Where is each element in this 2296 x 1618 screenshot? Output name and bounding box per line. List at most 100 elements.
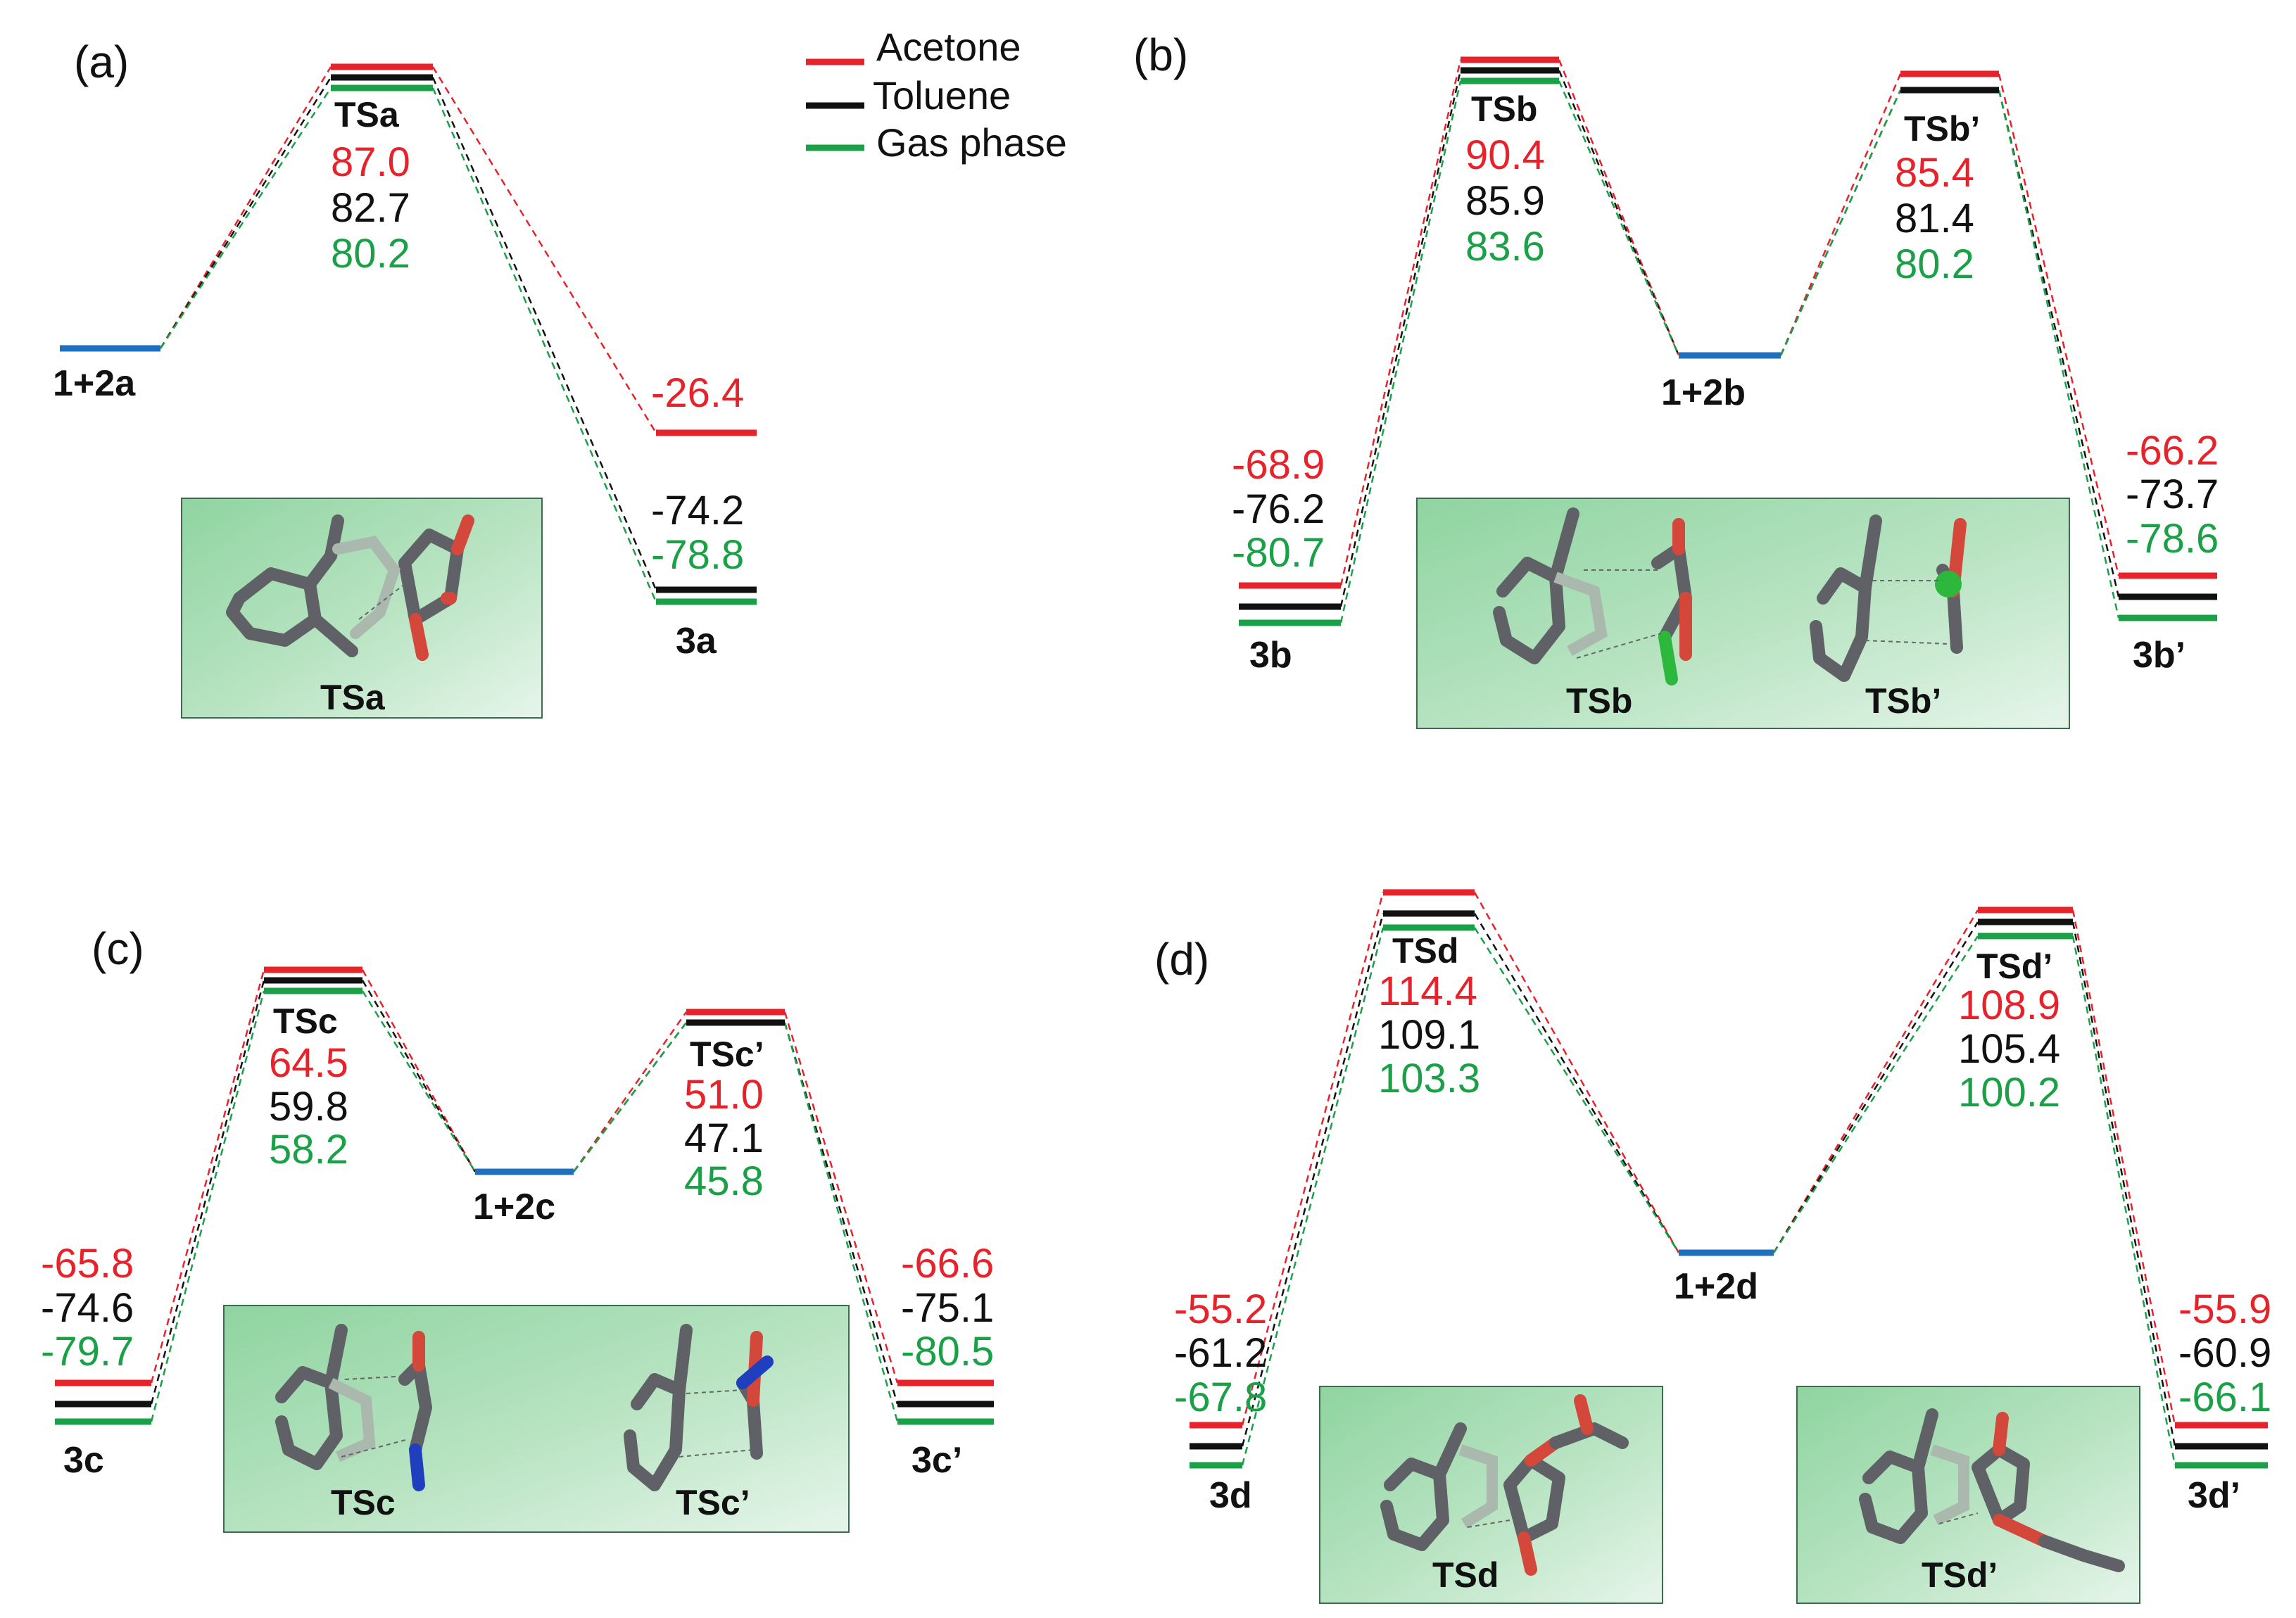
connectors-c xyxy=(150,969,899,1422)
panel-label-c: (c) xyxy=(92,923,144,974)
panel-d: (d) -55.2 -61.2 -67.8 3d TSd 114.4 109.1 xyxy=(1154,889,2271,1604)
product-label-d1: 3d xyxy=(1209,1475,1252,1516)
molecule-model-tsc xyxy=(275,1324,432,1491)
connectors-d xyxy=(1241,892,2176,1466)
connectors-b xyxy=(1339,59,2120,624)
ts-label-c2: TSc’ xyxy=(690,1035,764,1074)
product-label-d2: 3d’ xyxy=(2188,1475,2240,1516)
panel-label-b: (b) xyxy=(1133,30,1188,80)
ts-value-c1-acetone: 64.5 xyxy=(269,1040,348,1086)
panel-label-d: (d) xyxy=(1154,934,1209,985)
product-value-d2-toluene: -60.9 xyxy=(2178,1330,2271,1376)
ts-value-c1-toluene: 59.8 xyxy=(269,1084,348,1130)
product-value-d2-gas: -66.1 xyxy=(2178,1374,2271,1420)
molecule-ghost-ring-a xyxy=(332,536,400,639)
product-value-a-acetone: -26.4 xyxy=(651,370,744,416)
molecule-ghost-ring-b xyxy=(1553,571,1608,656)
product-value-c1-toluene: -74.6 xyxy=(41,1285,134,1331)
ts-value-b1-gas: 83.6 xyxy=(1465,224,1545,270)
inset-d1: TSd xyxy=(1319,1386,1663,1604)
molecule-ghost-ring-c xyxy=(328,1377,376,1462)
ts-label-d2: TSd’ xyxy=(1976,947,2052,986)
ts-value-b1-toluene: 85.9 xyxy=(1465,178,1545,224)
ts-value-d2-toluene: 105.4 xyxy=(1958,1026,2060,1072)
product-value-b1-acetone: -68.9 xyxy=(1232,442,1325,488)
product-label-c2: 3c’ xyxy=(912,1440,962,1481)
product-value-b2-acetone: -66.2 xyxy=(2126,428,2219,474)
inset-caption-b2: TSb’ xyxy=(1865,681,1941,721)
inset-caption-b1: TSb xyxy=(1566,681,1632,721)
ts-value-d1-toluene: 109.1 xyxy=(1378,1012,1480,1058)
product-value-d2-acetone: -55.9 xyxy=(2178,1287,2271,1332)
molecule-model-tsd-prime xyxy=(1859,1408,2125,1572)
product-value-d1-toluene: -61.2 xyxy=(1174,1330,1267,1376)
product-value-c2-toluene: -75.1 xyxy=(901,1285,994,1331)
reactant-label-b: 1+2b xyxy=(1661,372,1746,413)
ts-value-c2-toluene: 47.1 xyxy=(684,1115,764,1161)
ts-label-d1: TSd xyxy=(1392,931,1458,971)
molecule-model-tsa xyxy=(226,514,474,661)
inset-caption-c1: TSc xyxy=(331,1483,396,1522)
product-value-b1-gas: -80.7 xyxy=(1232,530,1325,576)
ts-value-d1-acetone: 114.4 xyxy=(1378,968,1477,1014)
ts-label-c1: TSc xyxy=(273,1001,338,1041)
ts-value-b1-acetone: 90.4 xyxy=(1465,132,1545,178)
product-value-b2-gas: -78.6 xyxy=(2126,516,2219,562)
molecule-model-tsd xyxy=(1380,1394,1629,1576)
inset-d2: TSd’ xyxy=(1796,1386,2140,1604)
legend: Acetone Toluene Gas phase xyxy=(806,25,1067,165)
product-label-b1: 3b xyxy=(1249,635,1292,676)
legend-label-acetone: Acetone xyxy=(876,25,1021,69)
ts-value-a-toluene: 82.7 xyxy=(331,185,410,231)
connectors-a xyxy=(159,66,657,602)
product-value-b2-toluene: -73.7 xyxy=(2126,472,2219,517)
molecule-ghost-ring-d1 xyxy=(1458,1444,1498,1529)
ts-label-a: TSa xyxy=(334,95,400,134)
panel-a: (a) 1+2a TSa 87.0 82.7 80.2 -26.4 -74.2 … xyxy=(53,37,757,719)
legend-label-toluene: Toluene xyxy=(873,73,1011,118)
product-value-c1-acetone: -65.8 xyxy=(41,1241,134,1287)
product-label-c1: 3c xyxy=(63,1440,104,1481)
legend-label-gas: Gas phase xyxy=(876,120,1067,165)
reactant-label-c: 1+2c xyxy=(473,1187,555,1227)
molecule-model-tsb-prime xyxy=(1810,514,1967,682)
panel-c: (c) -65.8 -74.6 -79.7 3c TSc 64.5 59.8 5… xyxy=(41,923,994,1533)
product-value-a-gas: -78.8 xyxy=(651,532,744,578)
inset-caption-a: TSa xyxy=(320,678,386,717)
ts-value-c2-gas: 45.8 xyxy=(684,1158,764,1204)
ts-value-c1-gas: 58.2 xyxy=(269,1127,348,1173)
reactant-label-d: 1+2d xyxy=(1674,1266,1758,1307)
ts-value-d1-gas: 103.3 xyxy=(1378,1056,1480,1101)
ts-value-b2-acetone: 85.4 xyxy=(1895,150,1974,196)
ts-value-b2-toluene: 81.4 xyxy=(1895,196,1974,241)
panel-label-a: (a) xyxy=(74,37,129,87)
ts-value-b2-gas: 80.2 xyxy=(1895,241,1974,287)
product-value-d1-gas: -67.8 xyxy=(1174,1374,1267,1420)
molecule-ghost-ring-d2 xyxy=(1930,1444,1969,1526)
ts-value-d2-acetone: 108.9 xyxy=(1958,982,2060,1028)
inset-caption-d2: TSd’ xyxy=(1922,1555,1998,1595)
ts-value-a-gas: 80.2 xyxy=(331,231,410,277)
molecule-model-tsc-prime xyxy=(624,1324,774,1491)
product-value-b1-toluene: -76.2 xyxy=(1232,486,1325,532)
reactant-label-a: 1+2a xyxy=(53,363,136,404)
molecule-model-tsb xyxy=(1493,507,1692,685)
ts-label-b2: TSb’ xyxy=(1904,109,1980,148)
product-label-b2: 3b’ xyxy=(2133,635,2185,676)
product-value-d1-acetone: -55.2 xyxy=(1174,1287,1267,1332)
ts-value-d2-gas: 100.2 xyxy=(1958,1070,2060,1115)
inset-b: TSb TSb’ xyxy=(1416,498,2070,729)
panel-b: (b) -68.9 -76.2 -80.7 3b TSb 90.4 8 xyxy=(1133,30,2219,729)
ts-label-b1: TSb xyxy=(1471,89,1537,129)
product-value-a-toluene: -74.2 xyxy=(651,488,744,533)
inset-caption-d1: TSd xyxy=(1432,1555,1499,1595)
inset-c: TSc TSc’ xyxy=(223,1305,850,1533)
ts-value-a-acetone: 87.0 xyxy=(331,139,410,185)
product-value-c1-gas: -79.7 xyxy=(41,1329,134,1374)
product-value-c2-gas: -80.5 xyxy=(901,1329,994,1374)
product-value-c2-acetone: -66.6 xyxy=(901,1241,994,1287)
product-label-a: 3a xyxy=(676,621,717,662)
inset-caption-c2: TSc’ xyxy=(676,1483,750,1522)
ts-value-c2-acetone: 51.0 xyxy=(684,1072,764,1118)
